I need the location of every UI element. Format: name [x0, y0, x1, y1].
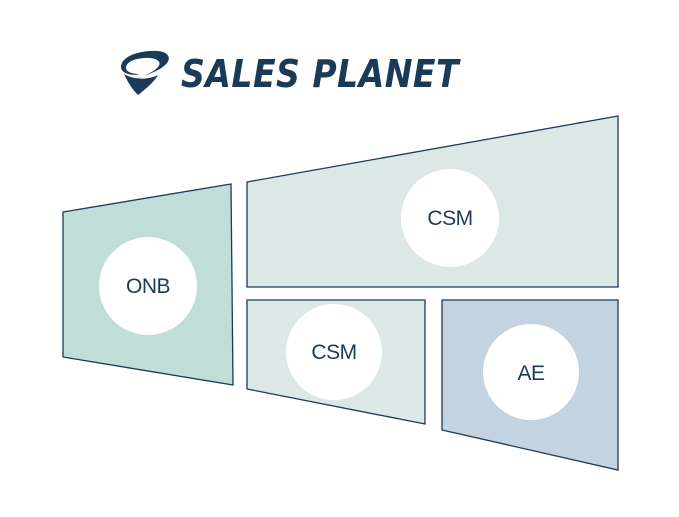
brand-logo: SALES PLANET — [121, 50, 461, 96]
panel-csm-bottom-label: CSM — [311, 341, 356, 364]
panel-onb-label: ONB — [126, 275, 170, 298]
panel-csm-bottom-circle — [286, 304, 382, 400]
panel-ae-circle — [483, 324, 579, 420]
panel-csm-top-label: CSM — [427, 207, 472, 230]
panel-onb-circle — [99, 237, 197, 335]
panel-csm-bottom: CSM — [246, 299, 426, 425]
panel-ae: AE — [441, 299, 619, 471]
panel-ae-label: AE — [517, 362, 545, 385]
panel-csm-top-circle — [401, 169, 499, 267]
panel-csm-top: CSM — [246, 115, 619, 288]
planet-swoosh-icon — [121, 50, 169, 95]
panel-onb: ONB — [62, 183, 234, 386]
brand-name: SALES PLANET — [181, 52, 461, 96]
